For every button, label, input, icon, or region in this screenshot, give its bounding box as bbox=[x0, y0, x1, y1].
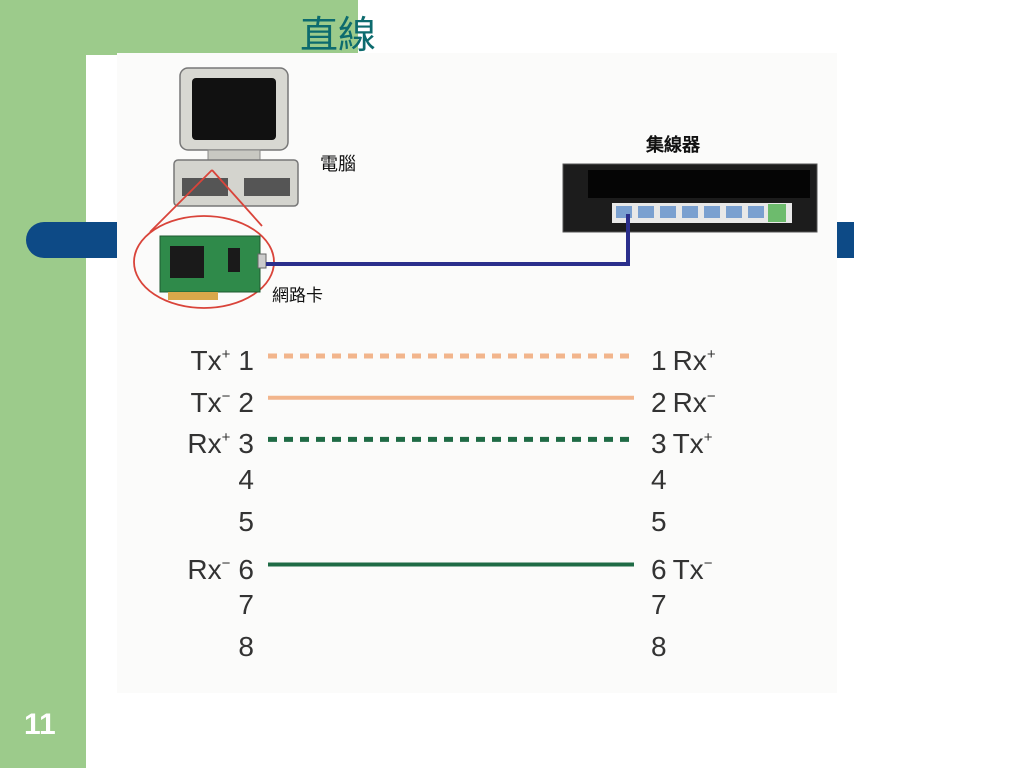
wire-lines bbox=[268, 353, 634, 567]
left-pin-row: Tx−2 bbox=[191, 382, 254, 418]
left-pin-row: 8 bbox=[230, 630, 254, 662]
right-pin-number: 1 bbox=[651, 345, 667, 376]
right-pin-row: 7 bbox=[651, 590, 673, 620]
left-pin-row: 7 bbox=[230, 590, 254, 620]
left-pin-row: Rx+3 bbox=[187, 423, 254, 459]
right-pin-row: 5 bbox=[651, 505, 673, 537]
left-pin-row: 5 bbox=[230, 505, 254, 537]
right-pin-signal: Rx− bbox=[672, 386, 716, 418]
left-pin-row: Tx+1 bbox=[191, 340, 254, 376]
left-pin-number: 8 bbox=[238, 630, 254, 662]
left-pin-number: 4 bbox=[238, 464, 254, 496]
left-pin-row: Rx−6 bbox=[187, 549, 254, 585]
left-pin-signal: Rx+ bbox=[187, 428, 231, 460]
computer-label: 電腦 bbox=[320, 154, 356, 175]
right-pin-signal: Tx− bbox=[672, 553, 713, 585]
computer-icon bbox=[173, 67, 299, 207]
hub-icon bbox=[562, 163, 818, 233]
right-pin-row: 8 bbox=[651, 630, 673, 662]
left-pin-number: 6 bbox=[238, 553, 254, 585]
right-pin-number: 6 bbox=[651, 553, 667, 585]
nic-label: 網路卡 bbox=[272, 286, 323, 306]
right-pin-number: 7 bbox=[651, 589, 667, 621]
right-pin-row: 4 bbox=[651, 465, 673, 495]
blue-accent-bar-right bbox=[837, 222, 854, 258]
right-pin-number: 8 bbox=[651, 630, 667, 662]
left-pin-number: 7 bbox=[238, 589, 254, 621]
left-pin-number: 1 bbox=[238, 345, 254, 376]
right-pin-number: 3 bbox=[651, 428, 667, 460]
slide-title: 直線 bbox=[300, 13, 377, 57]
left-pin-signal: Tx− bbox=[190, 386, 231, 418]
top-green-band bbox=[86, 0, 358, 55]
hub-label: 集線器 bbox=[646, 135, 700, 156]
page-number: 11 bbox=[24, 708, 56, 741]
left-pin-number: 2 bbox=[238, 386, 254, 418]
right-pin-signal: Tx+ bbox=[672, 428, 713, 460]
left-pin-signal: Tx+ bbox=[190, 345, 231, 376]
right-pin-number: 4 bbox=[651, 464, 667, 496]
right-pin-number: 2 bbox=[651, 386, 667, 418]
left-green-bar bbox=[0, 0, 86, 768]
network-card-icon bbox=[159, 235, 267, 300]
right-pin-signal: Rx+ bbox=[672, 345, 716, 376]
network-cable bbox=[266, 214, 630, 266]
right-pin-number: 5 bbox=[651, 505, 667, 537]
left-pin-signal: Rx− bbox=[187, 553, 231, 585]
left-pin-number: 3 bbox=[238, 428, 254, 460]
blue-accent-bar-left bbox=[26, 222, 126, 258]
left-pin-row: 4 bbox=[230, 465, 254, 495]
left-pin-number: 5 bbox=[238, 505, 254, 537]
